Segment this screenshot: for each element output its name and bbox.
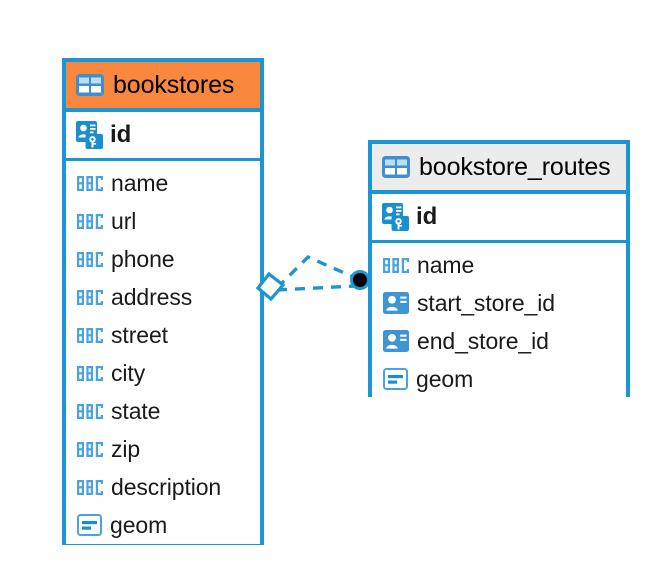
field-row-city[interactable]: city: [66, 354, 260, 392]
abc-text-icon: [77, 289, 103, 305]
entity-bookstores-field-list: name: [66, 161, 260, 544]
field-row-phone[interactable]: phone: [66, 240, 260, 278]
field-label-name: name: [417, 251, 475, 278]
field-row-address[interactable]: address: [66, 278, 260, 316]
field-label-id: id: [416, 203, 438, 230]
relationship-connector[interactable]: [255, 240, 385, 320]
entity-bookstores-title: bookstores: [113, 70, 235, 99]
field-row-name[interactable]: name: [66, 164, 260, 202]
table-icon: [382, 156, 410, 178]
entity-bookstores-header[interactable]: bookstores: [66, 62, 260, 112]
field-row-geom[interactable]: geom: [372, 360, 626, 398]
entity-bookstore-routes-field-list: name start_store_id: [372, 243, 626, 398]
field-label-end-store-id: end_store_id: [417, 327, 549, 354]
field-label-phone: phone: [111, 245, 175, 272]
field-label-id: id: [110, 121, 132, 148]
abc-text-icon: [77, 441, 103, 457]
abc-text-icon: [77, 327, 103, 343]
field-label-geom: geom: [110, 511, 168, 538]
abc-text-icon: [77, 403, 103, 419]
field-row-primary-key[interactable]: id: [372, 194, 626, 243]
field-label-start-store-id: start_store_id: [417, 289, 555, 316]
entity-bookstore-routes-header[interactable]: bookstore_routes: [372, 144, 626, 194]
field-label-zip: zip: [111, 435, 141, 462]
field-row-zip[interactable]: zip: [66, 430, 260, 468]
abc-text-icon: [77, 479, 103, 495]
field-label-geom: geom: [416, 365, 474, 392]
abc-text-icon: [77, 365, 103, 381]
field-row-primary-key[interactable]: id: [66, 112, 260, 161]
field-label-street: street: [111, 321, 168, 348]
field-label-url: url: [111, 207, 137, 234]
abc-text-icon: [77, 175, 103, 191]
field-row-name[interactable]: name: [372, 246, 626, 284]
field-label-state: state: [111, 397, 161, 424]
entity-bookstore-routes-title: bookstore_routes: [419, 152, 611, 181]
geometry-icon: [383, 368, 408, 390]
relationship-line-lower: [276, 284, 356, 292]
entity-bookstores[interactable]: bookstores id: [62, 58, 264, 545]
abc-text-icon: [77, 251, 103, 267]
abc-text-icon: [77, 213, 103, 229]
field-row-end-store-id[interactable]: end_store_id: [372, 322, 626, 360]
field-row-street[interactable]: street: [66, 316, 260, 354]
field-label-name: name: [111, 169, 169, 196]
primary-key-icon: [76, 121, 103, 149]
field-row-description[interactable]: description: [66, 468, 260, 506]
relationship-line-upper: [275, 254, 359, 290]
abc-text-icon: [383, 257, 409, 273]
primary-key-icon: [382, 203, 409, 231]
field-row-geom[interactable]: geom: [66, 506, 260, 544]
field-label-city: city: [111, 359, 146, 386]
relationship-circle-endpoint[interactable]: [350, 270, 370, 290]
field-label-address: address: [111, 283, 193, 310]
field-row-start-store-id[interactable]: start_store_id: [372, 284, 626, 322]
geometry-icon: [77, 514, 102, 536]
foreign-key-icon: [383, 330, 409, 352]
field-row-state[interactable]: state: [66, 392, 260, 430]
foreign-key-icon: [383, 292, 409, 314]
field-row-url[interactable]: url: [66, 202, 260, 240]
entity-bookstore-routes[interactable]: bookstore_routes id: [368, 140, 630, 398]
table-icon: [76, 74, 104, 96]
field-label-description: description: [111, 473, 222, 500]
